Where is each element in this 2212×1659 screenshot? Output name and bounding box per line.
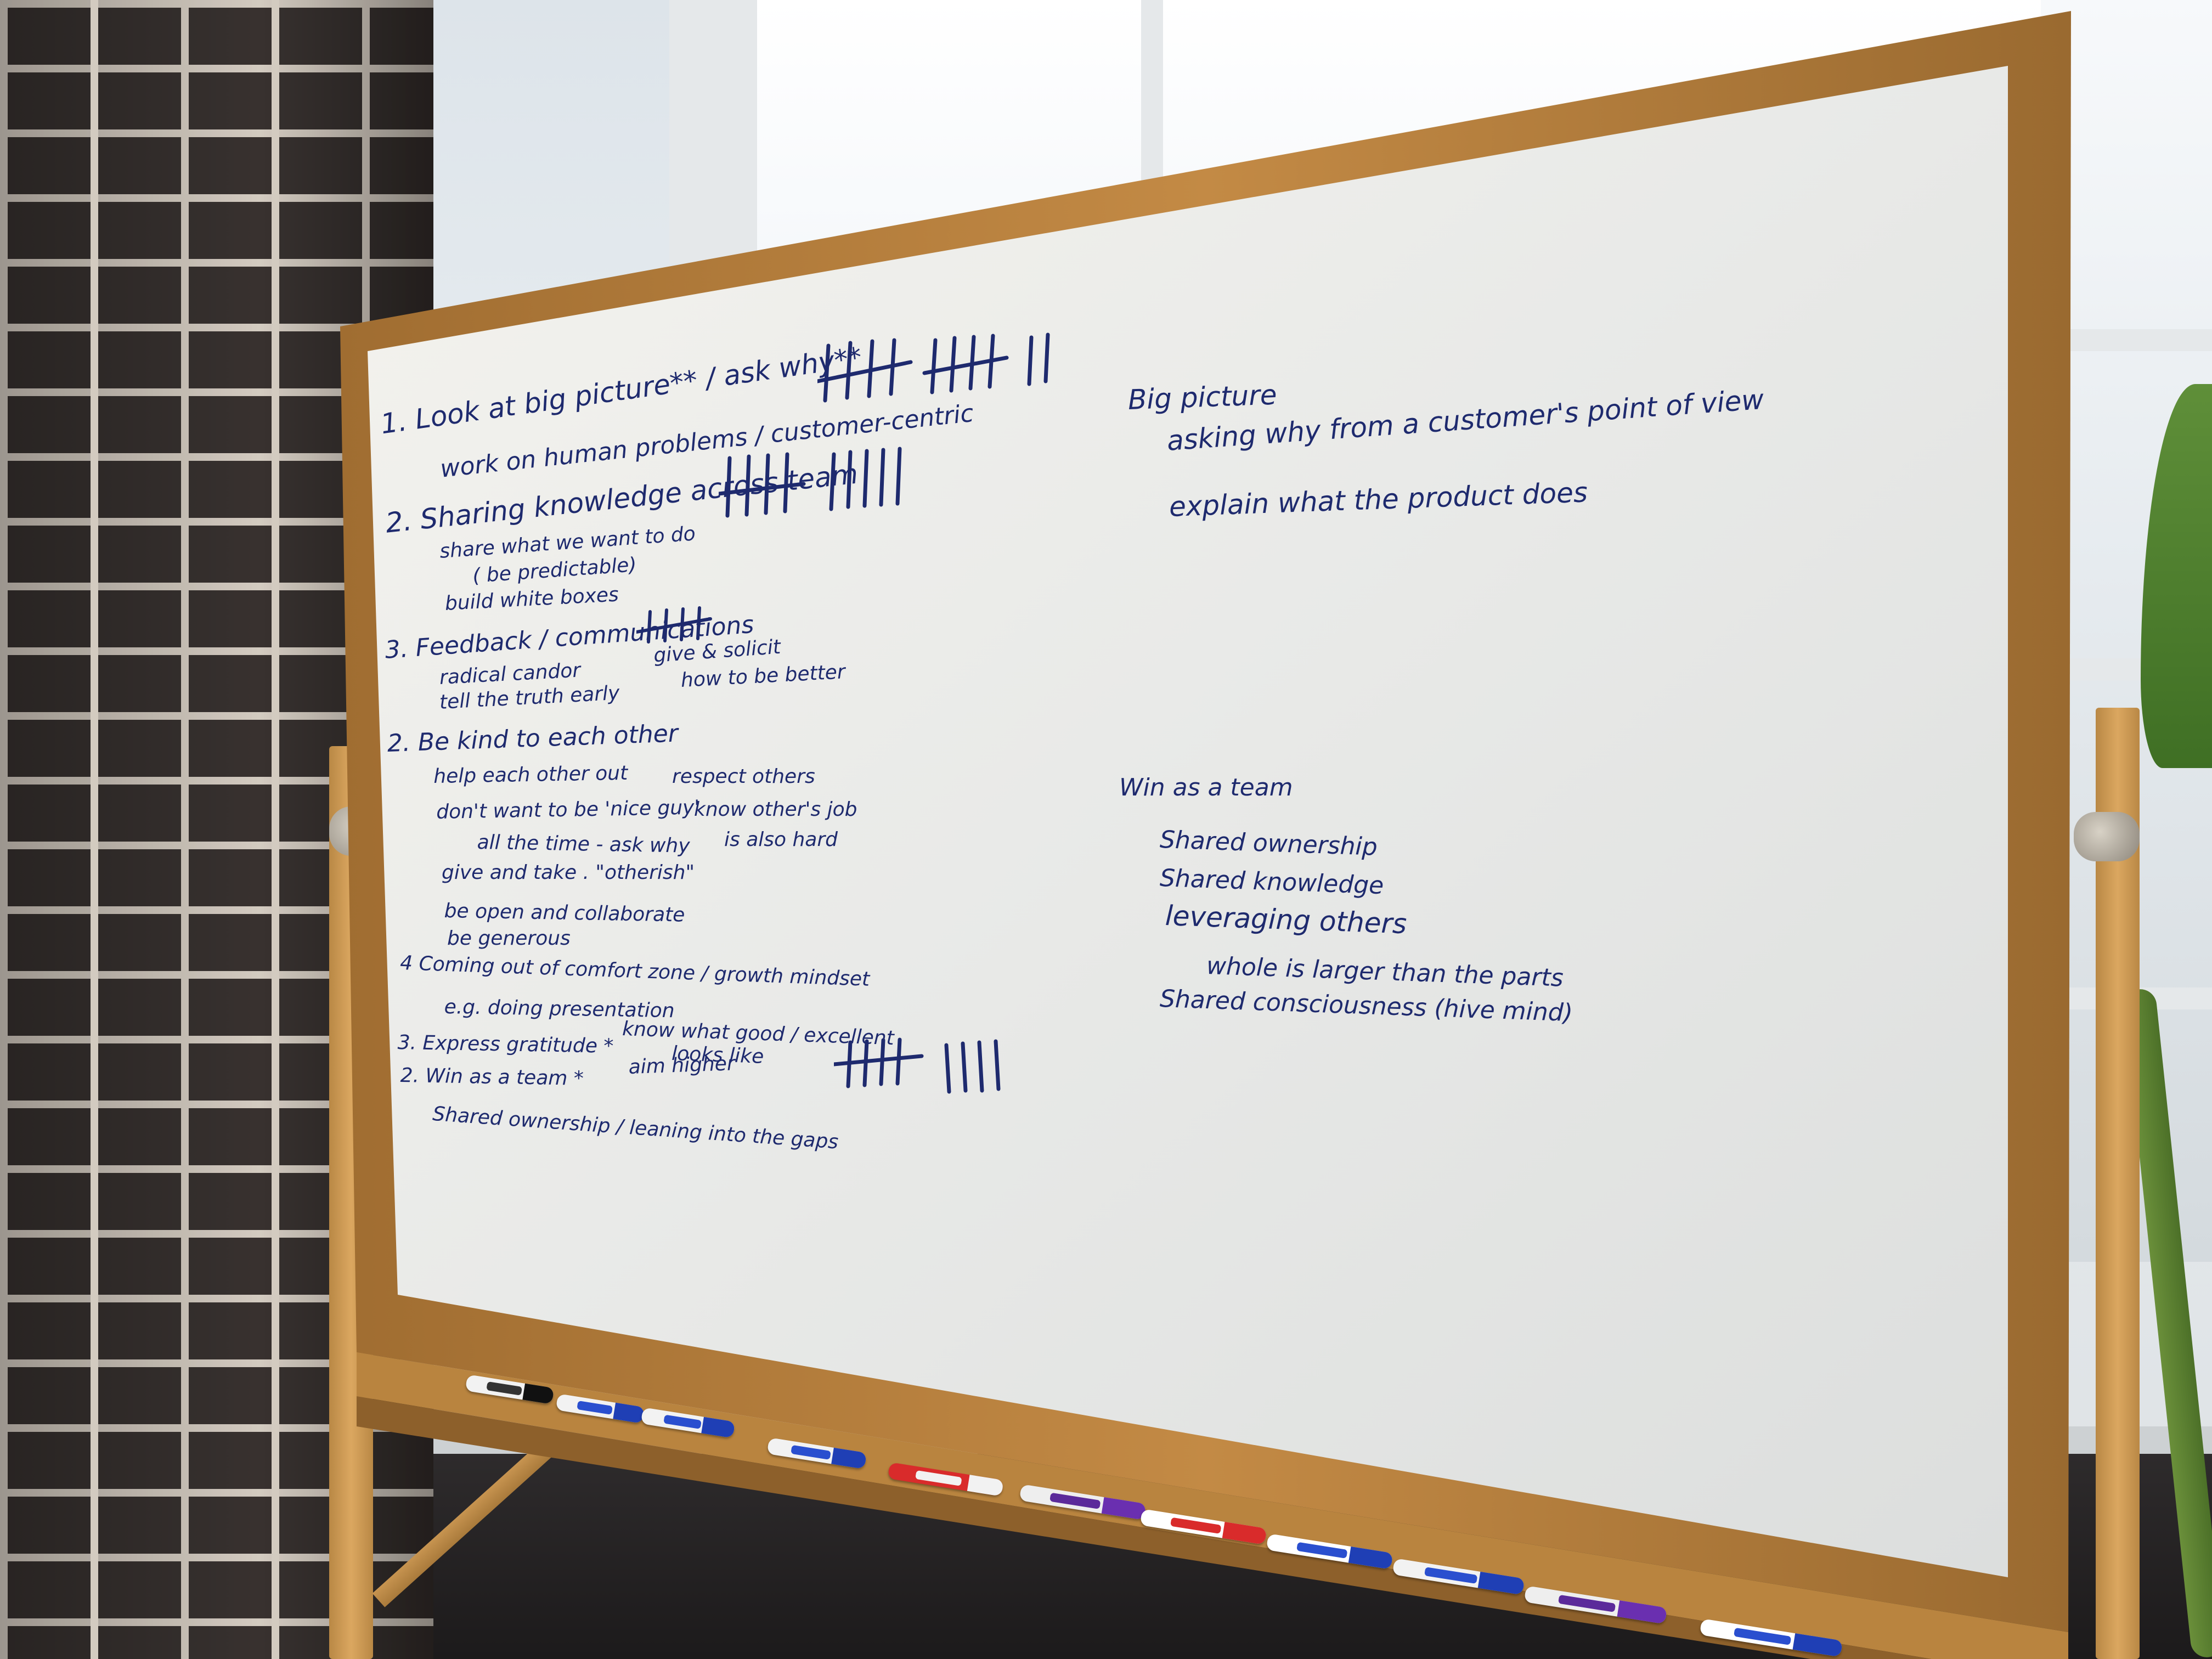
stand-post-right xyxy=(2096,708,2140,1659)
item6-title: 3. Express gratitude * xyxy=(397,1031,614,1058)
item4-sub4: give and take . "otherish" xyxy=(442,861,695,884)
right-heading-win-as-team: Win as a team xyxy=(1119,774,1293,802)
tally-item5 xyxy=(834,1037,1001,1094)
item4-sub3: all the time - ask why xyxy=(477,831,690,857)
tally-item1 xyxy=(817,332,1050,403)
window-mullion xyxy=(2063,329,2212,351)
right-heading-big-picture: Big picture xyxy=(1127,379,1278,416)
item4-sub5: be open and collaborate xyxy=(444,900,685,927)
item4-sub2: don't want to be 'nice guy' xyxy=(436,796,700,823)
board-surface xyxy=(368,66,2008,1577)
tally-item2 xyxy=(719,447,902,518)
item4-sub1: help each other out xyxy=(433,761,628,788)
item4-side1: respect others xyxy=(672,765,815,788)
item4-side2: know other's job xyxy=(694,798,857,821)
tally-item3 xyxy=(636,606,712,644)
item4-sub6: be generous xyxy=(447,927,571,950)
marker-tray xyxy=(357,1352,2068,1659)
window-mullion xyxy=(669,0,757,263)
stand-knob-right xyxy=(2074,812,2140,861)
item4-side3: is also hard xyxy=(724,828,838,851)
window-mullion xyxy=(1141,0,1163,181)
item7-title: 2. Win as a team * xyxy=(400,1064,584,1090)
item5-side3: aim higher xyxy=(628,1052,736,1079)
